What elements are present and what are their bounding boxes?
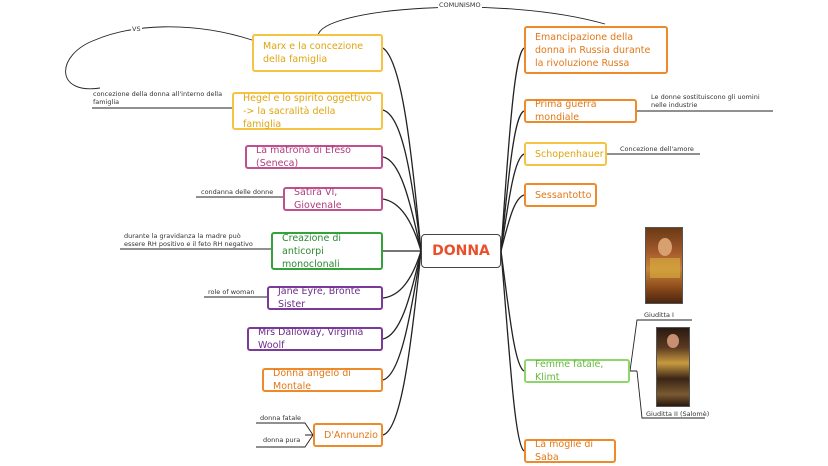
painting-gold: [650, 258, 680, 278]
link-matrona: [382, 156, 422, 252]
link-dalloway: [382, 250, 422, 340]
node-klimt[interactable]: Femme fatale, Klimt: [524, 359, 630, 383]
label-giuditta-2: Giuditta II (Salomè): [646, 410, 710, 418]
link-marx: [382, 47, 422, 252]
painting-figure-2: [667, 334, 679, 348]
relation-label-comunismo: COMUNISMO: [438, 1, 482, 9]
node-dalloway[interactable]: Mrs Dalloway, Virginia Woolf: [247, 327, 383, 351]
link-saba: [500, 250, 525, 452]
giuditta-1-painting: [645, 227, 683, 304]
node-hegel[interactable]: Hegel e lo spirito oggettivo -> la sacra…: [232, 92, 383, 130]
label-giuditta-1: Giuditta I: [644, 311, 674, 319]
klimt-bracket: [629, 319, 705, 419]
link-hegel: [382, 109, 422, 252]
relation-comunismo: [317, 6, 606, 37]
note-guerra: Le donne sostituiscono gli uomini nelle …: [651, 93, 760, 109]
node-guerra[interactable]: Prima guerra mondiale: [524, 99, 637, 123]
link-montale: [382, 250, 422, 381]
link-klimt: [500, 250, 525, 372]
link-dannunzio: [382, 250, 422, 436]
link-schopenhauer: [500, 153, 525, 252]
link-sessantotto: [500, 194, 525, 252]
link-guerra: [500, 110, 525, 252]
link-satira: [382, 198, 422, 252]
note-dannunzio-1: donna fatale: [260, 414, 301, 422]
note-anticorpi: durante la gravidanza la madre può esser…: [124, 232, 253, 248]
note-dannunzio-2: donna pura: [263, 436, 301, 444]
note-hegel: concezione della donna all'interno della…: [93, 90, 223, 106]
note-jane: role of woman: [208, 288, 255, 296]
node-matrona[interactable]: La matrona di Efeso (Seneca): [245, 145, 383, 169]
node-sessantotto[interactable]: Sessantotto: [524, 183, 597, 207]
node-saba[interactable]: La moglie di Saba: [524, 439, 616, 463]
node-marx[interactable]: Marx e la concezione della famiglia: [252, 34, 383, 72]
node-satira[interactable]: Satira VI, Giovenale: [283, 187, 383, 211]
center-node[interactable]: DONNA: [421, 234, 501, 268]
node-russia[interactable]: Emancipazione della donna in Russia dura…: [524, 26, 668, 74]
node-anticorpi[interactable]: Creazione di anticorpi monoclonali: [271, 232, 383, 270]
note-satira: condanna delle donne: [201, 188, 274, 196]
giuditta-2-painting: [656, 327, 690, 407]
relation-vs: [65, 26, 253, 90]
node-jane-eyre[interactable]: Jane Eyre, Bronte Sister: [267, 286, 383, 310]
node-montale[interactable]: Donna angelo di Montale: [262, 368, 383, 392]
link-jane: [382, 250, 422, 299]
painting-figure: [658, 238, 672, 256]
node-dannunzio[interactable]: D'Annunzio: [313, 423, 383, 447]
node-schopenhauer[interactable]: Schopenhauer: [524, 142, 607, 166]
relation-label-vs: VS: [131, 25, 142, 33]
link-russia: [500, 47, 525, 252]
note-schopenhauer: Concezione dell'amore: [620, 145, 694, 153]
